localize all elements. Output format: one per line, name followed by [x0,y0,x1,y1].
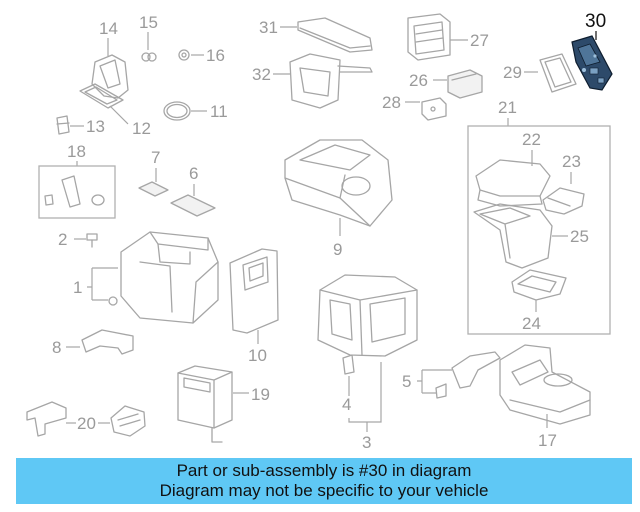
part-27-module [407,13,451,61]
callout-28: 28 [382,93,401,112]
callout-19: 19 [251,385,270,404]
callout-4: 4 [342,395,351,414]
callout-22: 22 [522,130,541,149]
leader-5 [417,369,452,394]
part-23-liner [542,187,585,215]
part-30-circuit-board [571,35,613,91]
part-6-pad [170,194,216,217]
part-11-ring [163,101,191,121]
part-9-console [284,139,393,227]
callout-24: 24 [522,314,541,333]
part-32-hinge [289,53,373,109]
callout-18: 18 [67,142,86,161]
callout-2: 2 [58,230,67,249]
part-29-bezel [539,53,577,93]
banner-line-2: Diagram may not be specific to your vehi… [159,481,489,500]
part-10-trim [229,248,279,334]
part-24-mat [511,269,567,301]
part-16-fastener [178,49,190,61]
callout-29: 29 [503,63,522,82]
callout-27: 27 [470,31,489,50]
part-20-brackets [26,401,146,437]
callout-30: 30 [585,11,606,32]
part-5-brackets [435,351,501,399]
part-12-pad [79,83,124,109]
leader-1 [87,267,118,301]
part-1-console-panel [120,231,219,324]
callout-17: 17 [538,431,557,450]
leader-12 [109,105,129,125]
part-18-kit-box [38,165,116,219]
part-21-group-box [467,125,611,335]
part-25-bin [473,203,553,269]
callout-10: 10 [248,346,267,365]
part-26-switch [447,69,483,99]
callout-1: 1 [73,278,82,297]
banner-line-1: Part or sub-assembly is #30 in diagram [176,461,472,480]
callout-16: 16 [206,46,225,65]
part-22-armrest [475,159,551,207]
part-1-clip [108,296,118,306]
callout-23: 23 [562,152,581,171]
callout-13: 13 [86,117,105,136]
part-15-clip [141,52,157,62]
part-2-screw [86,233,98,248]
info-banner: Part or sub-assembly is #30 in diagram D… [16,458,632,504]
callout-11: 11 [210,102,228,121]
part-18-components [44,175,105,208]
callout-31: 31 [259,18,278,37]
callout-32: 32 [252,65,271,84]
callout-25: 25 [570,227,589,246]
part-4-bracket [342,354,355,375]
part-31-lid [297,17,373,53]
callout-6: 6 [189,164,198,183]
part-3-base-frame [317,274,418,357]
part-7-pad [138,181,169,197]
callout-20: 20 [77,414,96,433]
part-19-bin [177,365,233,443]
leader-3 [348,362,382,423]
part-14-bracket [91,54,129,99]
callout-14: 14 [99,19,118,38]
part-13-clip [56,115,70,135]
callout-7: 7 [151,148,160,167]
part-17-tray [499,344,591,425]
callout-12: 12 [132,119,151,138]
callout-21: 21 [498,98,517,117]
callout-26: 26 [409,71,428,90]
part-8-bracket [81,329,134,355]
part-28-connector [421,97,447,121]
callout-3: 3 [362,433,371,452]
callout-8: 8 [52,338,61,357]
callout-9: 9 [333,240,342,259]
callout-5: 5 [402,372,411,391]
callout-15: 15 [139,13,158,32]
